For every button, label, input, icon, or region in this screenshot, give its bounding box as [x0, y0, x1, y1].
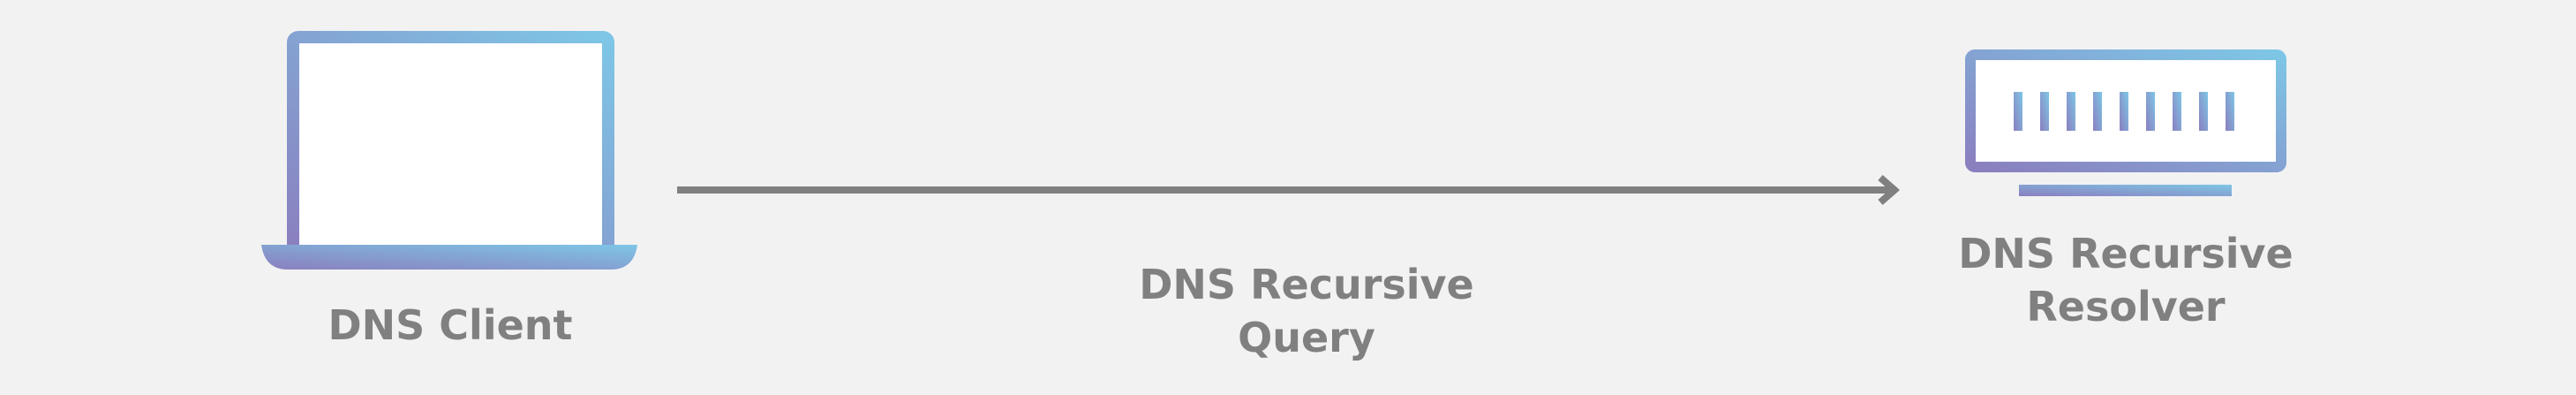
laptop-icon — [261, 31, 637, 270]
query-arrow — [677, 174, 1901, 206]
server-icon — [1965, 49, 2286, 196]
query-label: DNS Recursive Query — [1139, 261, 1474, 361]
resolver-label: DNS Recursive Resolver — [1958, 230, 2294, 330]
server-base — [2019, 185, 2232, 196]
client-label: DNS Client — [328, 301, 573, 349]
server-slots — [2014, 92, 2234, 131]
